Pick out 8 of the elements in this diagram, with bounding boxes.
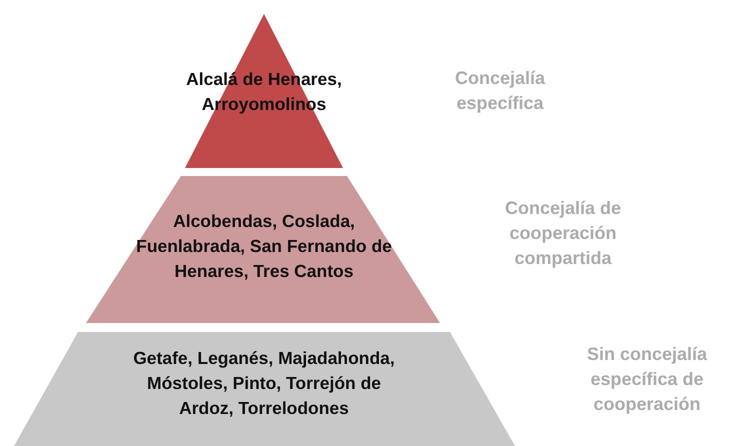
tier-caption: Sin concejalía específica de cooperación [586,343,708,416]
pyramid-tier [86,176,440,323]
pyramid-tier [185,14,343,168]
tier-caption: Concejalía de cooperación compartida [504,197,622,270]
tier-caption: Concejalía específica [454,67,546,115]
tier-label: Getafe, Leganés, Majadahonda, Móstoles, Pinto, Torrejón de Ardoz, Torrelodones [132,347,396,420]
tier-label: Alcobendas, Coslada, Fuenlabrada, San Fernando de Henares, Tres Cantos [135,210,393,283]
pyramid-tier [14,332,515,446]
